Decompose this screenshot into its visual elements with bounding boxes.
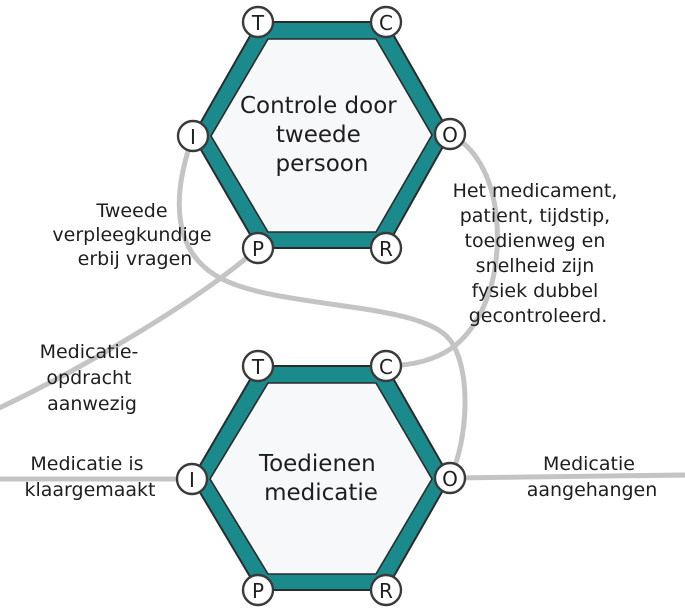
- function-title-line: persoon: [276, 151, 369, 177]
- connection-output-control: [383, 131, 500, 369]
- label-output-aangehangen: Medicatie aangehangen: [527, 453, 658, 501]
- node-output: O: [433, 117, 467, 151]
- function-controle-door-tweede-persoon: Controle door tweede persoon T C I O P R: [176, 5, 467, 265]
- label-line: snelheid zijn: [476, 255, 595, 277]
- function-title: Controle door tweede persoon: [240, 93, 404, 177]
- function-title-line: Controle door: [240, 93, 397, 119]
- hexagon-body: [209, 382, 433, 575]
- label-line: Het medicament,: [453, 180, 618, 202]
- node-letter: P: [252, 237, 264, 261]
- node-resource: R: [369, 573, 403, 607]
- connection-output: [447, 472, 685, 481]
- function-title: Toedienen medicatie: [258, 451, 383, 506]
- function-title-line: Toedienen: [258, 451, 376, 477]
- label-line: aangehangen: [527, 479, 658, 501]
- node-letter: T: [251, 355, 265, 379]
- label-resource-tweede-verpleegkundige: Tweede verpleegkundige erbij vragen: [52, 200, 217, 270]
- node-letter: O: [442, 467, 458, 491]
- label-line: Tweede: [95, 200, 167, 222]
- label-line: fysiek dubbel: [472, 280, 599, 302]
- label-line: toedienweg en: [465, 230, 606, 252]
- function-title-line: tweede: [276, 122, 361, 148]
- node-time: T: [241, 349, 275, 383]
- node-resource: R: [369, 231, 403, 265]
- node-letter: C: [379, 355, 393, 379]
- node-letter: R: [379, 579, 393, 603]
- label-line: Medicatie: [543, 453, 635, 475]
- node-control: C: [369, 5, 403, 39]
- label-line: klaargemaakt: [24, 479, 155, 501]
- node-time: T: [241, 5, 275, 39]
- node-letter: P: [252, 579, 264, 603]
- connection-precondition: [0, 245, 261, 411]
- node-letter: T: [251, 11, 265, 35]
- label-line: Medicatie-: [40, 341, 139, 363]
- label-line: gecontroleerd.: [469, 305, 608, 327]
- node-output: O: [433, 461, 467, 495]
- node-letter: I: [190, 125, 196, 149]
- node-letter: I: [189, 468, 195, 492]
- node-precondition: P: [241, 573, 275, 607]
- node-letter: C: [379, 11, 393, 35]
- label-line: Medicatie is: [30, 453, 143, 475]
- function-title-line: medicatie: [264, 480, 378, 506]
- node-letter: R: [379, 237, 393, 261]
- label-precondition-medicatieopdracht: Medicatie- opdracht aanwezig: [40, 341, 145, 415]
- label-output-dubbel-gecontroleerd: Het medicament, patient, tijdstip, toedi…: [453, 180, 624, 327]
- node-precondition: P: [241, 231, 275, 265]
- label-line: erbij vragen: [78, 248, 193, 270]
- label-line: patient, tijdstip,: [460, 205, 611, 227]
- hexagon-body: [210, 38, 433, 233]
- node-control: C: [369, 349, 403, 383]
- label-line: opdracht: [46, 367, 131, 389]
- connection-resource: [176, 133, 468, 481]
- node-input: I: [175, 462, 209, 496]
- label-input-klaargemaakt: Medicatie is klaargemaakt: [24, 453, 155, 501]
- label-line: verpleegkundige: [52, 224, 211, 246]
- function-toedienen-medicatie: Toedienen medicatie T C I O P R: [175, 349, 467, 607]
- node-letter: O: [442, 123, 458, 147]
- label-line: aanwezig: [47, 393, 137, 415]
- connections: [0, 131, 685, 482]
- node-input: I: [176, 119, 210, 153]
